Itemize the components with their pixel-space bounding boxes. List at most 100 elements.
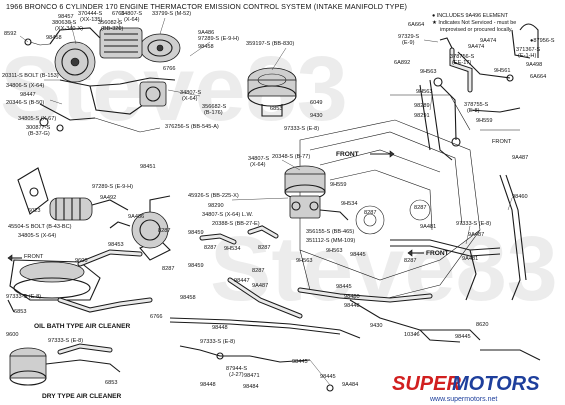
part-label: 8287: [258, 245, 270, 251]
part-label: 98448: [212, 325, 228, 331]
part-label: 8620: [476, 322, 488, 328]
diverter-valve: [199, 165, 349, 245]
logo-brand-super: SUPER: [392, 373, 461, 395]
caption-oil-bath: OIL BATH TYPE AIR CLEANER: [34, 323, 130, 330]
part-label: (J-27): [229, 372, 244, 378]
part-label: 98445: [320, 374, 336, 380]
part-label: 378755-S: [464, 102, 489, 108]
part-label: 9H534: [224, 246, 240, 252]
part-label: FRONT: [492, 139, 512, 145]
part-label: 98448: [200, 382, 216, 388]
front-label-center: FRONT: [336, 151, 359, 158]
part-label: 9600: [6, 332, 18, 338]
part-label: 351112-S (MM-109): [306, 238, 355, 244]
part-label: 97289-S (E-9-H): [198, 36, 239, 42]
part-label: 9A481: [462, 256, 478, 262]
dry-type-air-cleaner: DRY TYPE AIR CLEANER: [9, 343, 121, 400]
part-label: 10346: [404, 332, 420, 338]
legend-line-3: improvised or procured locally: [440, 27, 512, 33]
part-label: 45504-S BOLT (B-43-BC): [8, 224, 72, 230]
part-label: 9H559: [476, 118, 492, 124]
part-label: (XX-135): [80, 17, 103, 23]
part-label: (X-64): [124, 17, 140, 23]
part-label: 45926-S (BB-225-X): [188, 193, 239, 199]
supermotors-logo: SUPER MOTORS www.supermotors.net: [376, 373, 548, 403]
part-label: 6049: [310, 100, 322, 106]
part-label: 9H559: [330, 182, 346, 188]
part-label: 6853: [270, 106, 282, 112]
part-label: 9600: [75, 258, 87, 264]
part-label: (B-37-G): [28, 131, 50, 137]
part-label: 98447: [234, 278, 250, 284]
part-label: 98448: [344, 303, 360, 309]
part-label: 8287: [204, 245, 216, 251]
part-label: (EE-17): [452, 60, 471, 66]
part-label: 9A487: [252, 283, 268, 289]
part-label: 98445: [292, 359, 308, 365]
bottom-hoses: [169, 277, 433, 392]
part-label: 98458: [46, 35, 62, 41]
part-label: 9H563: [326, 248, 342, 254]
part-label: 98460: [512, 194, 528, 200]
part-label: 98445: [455, 334, 471, 340]
part-label: 300877-S: [26, 125, 51, 131]
part-label: 98291: [414, 113, 430, 119]
part-label: 356155-S (BB-465): [306, 229, 354, 235]
part-label: 376256-S (BB-545-A): [165, 124, 219, 130]
part-label: 9H563: [420, 69, 436, 75]
part-label: 34807-S: [248, 156, 269, 162]
part-label: 97289-S (E-9-H): [92, 184, 133, 190]
part-label: 6853: [105, 380, 117, 386]
part-label: 6A664: [530, 74, 546, 80]
part-label: 370444-S: [78, 11, 103, 17]
part-label: 98451: [140, 164, 156, 170]
oil-bath-air-cleaner: OIL BATH TYPE AIR CLEANER: [7, 239, 171, 330]
part-label: 9A474: [468, 44, 484, 50]
part-label: 98484: [243, 384, 259, 390]
part-label: 9A492: [100, 195, 116, 201]
filter-housing: [17, 167, 129, 221]
check-valve-canister: [247, 47, 297, 117]
part-label: 9A487: [512, 155, 528, 161]
legend-line-2: ★ Indicates Not Serviced - must be: [432, 20, 516, 26]
part-label: 9A474: [480, 38, 496, 44]
part-label: (X-64): [250, 162, 266, 168]
part-label: 9H563: [416, 89, 432, 95]
part-label: 6A892: [394, 60, 410, 66]
part-label: 98459: [188, 263, 204, 269]
part-label: 20311-S BOLT (B-153): [2, 73, 59, 79]
part-label: (E-1-H): [518, 53, 536, 59]
part-label: (B-176): [204, 110, 223, 116]
part-label: 97333-S (E-8): [456, 221, 491, 227]
part-label: 380636-S: [52, 20, 77, 26]
part-label: 8287: [162, 266, 174, 272]
part-label: 34807-S (X-64) L.W.: [202, 212, 253, 218]
part-label: 98458: [198, 44, 214, 50]
part-label: 9430: [370, 323, 382, 329]
part-label: 9H534: [341, 201, 357, 207]
part-label: 6766: [150, 314, 162, 320]
part-label: 34805-S (X-67): [18, 116, 56, 122]
part-label: (XX-340-X): [55, 26, 83, 32]
part-label: 9A498: [526, 62, 542, 68]
part-label: 9430: [310, 113, 322, 119]
part-label: 97329-S: [398, 34, 419, 40]
front-arrows: FRONT FRONT: [7, 150, 449, 262]
part-label: 34806-S (X-64): [6, 83, 44, 89]
legend: ● INCLUDES 9A496 ELEMENT ★ Indicates Not…: [432, 13, 516, 33]
part-label: 8287: [364, 210, 376, 216]
part-label: 378756-S: [450, 54, 475, 60]
part-label: 98457: [58, 14, 74, 20]
part-label: 8287: [252, 268, 264, 274]
diagram-title: 1966 BRONCO 6 CYLINDER 170 ENGINE THERMA…: [6, 2, 407, 11]
part-label: 9H563: [296, 258, 312, 264]
part-label: 8592: [4, 31, 16, 37]
part-label: 97333-S (E-8): [48, 338, 83, 344]
part-label: 8287: [404, 258, 416, 264]
part-label: 6766: [163, 66, 175, 72]
part-label: 6A664: [408, 22, 424, 28]
part-label: 98458: [180, 295, 196, 301]
legend-line-1: ● INCLUDES 9A496 ELEMENT: [432, 13, 509, 19]
